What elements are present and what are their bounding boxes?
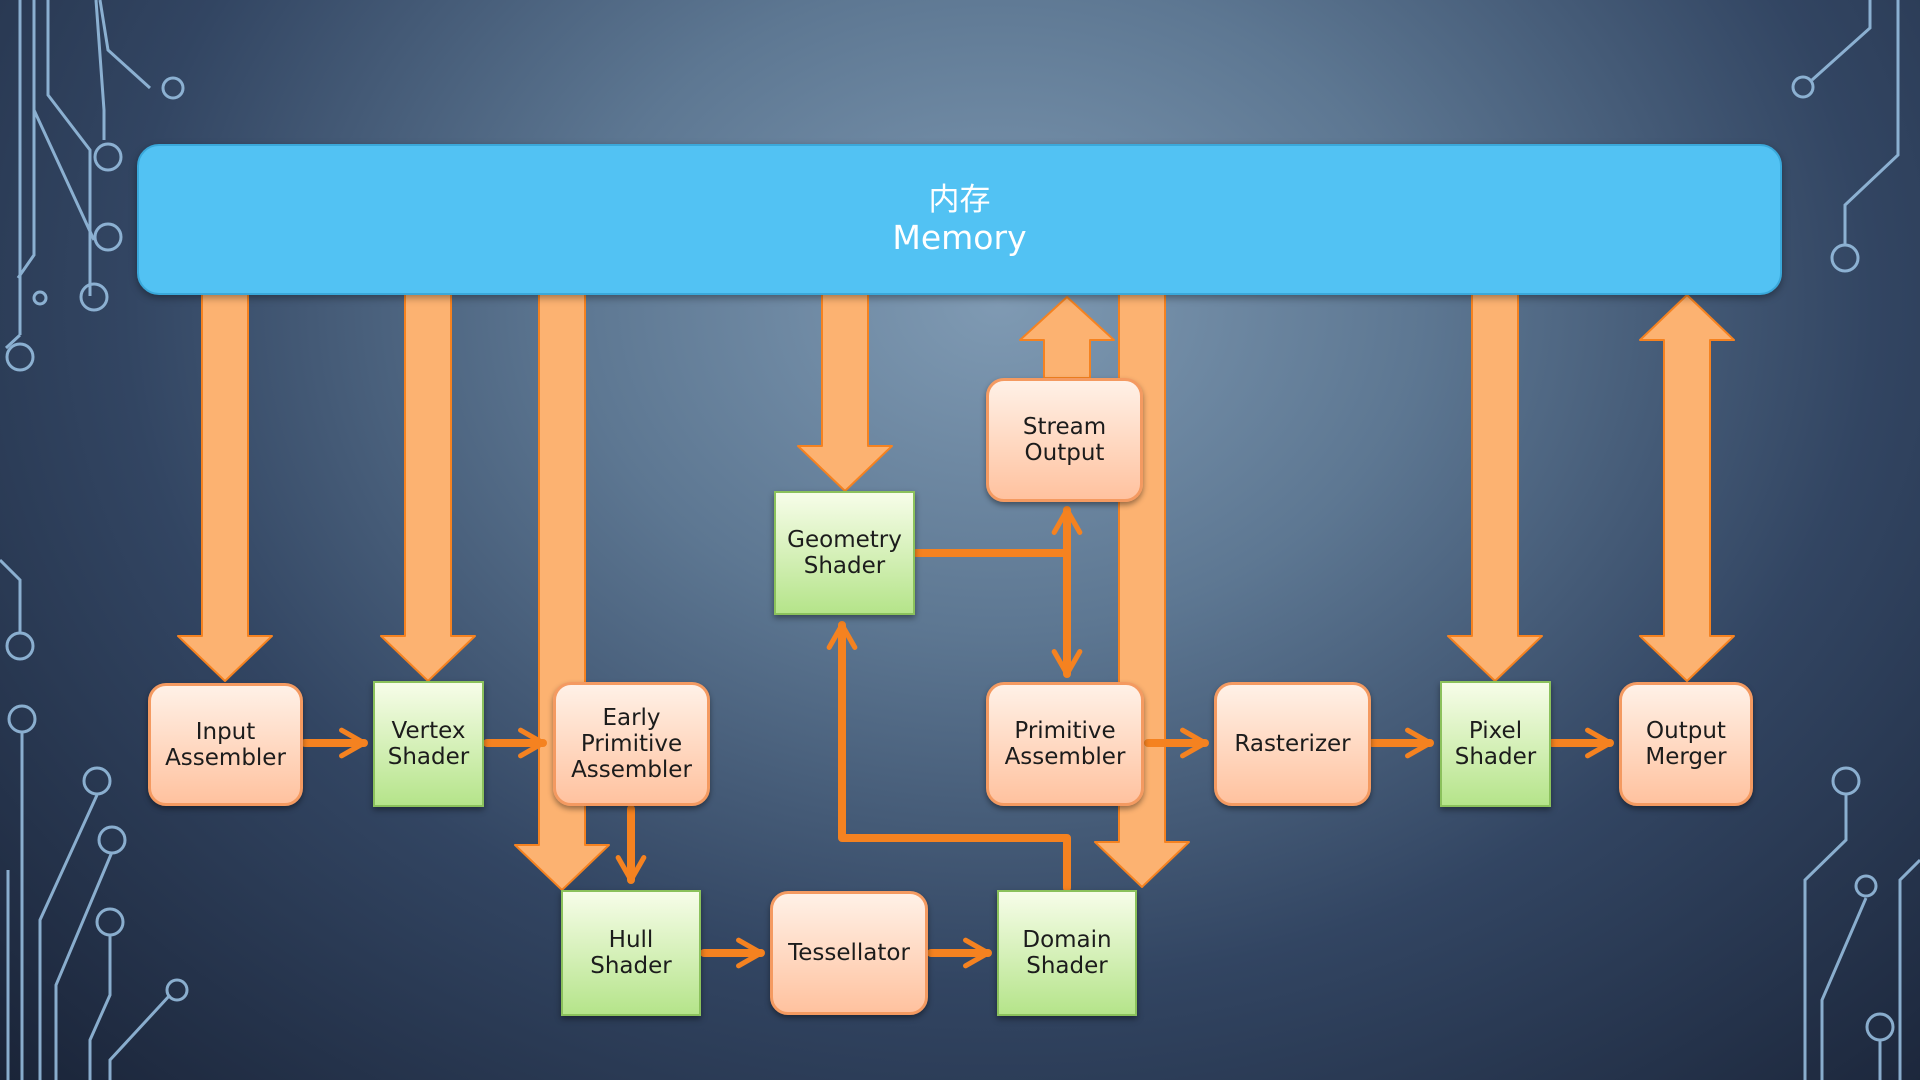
stream-output-label-line2: Output [1024, 440, 1105, 466]
tessellator-node: Tessellator [770, 891, 928, 1015]
early-primitive-assembler-label-line1: Early [602, 705, 661, 731]
output-merger-label-line1: Output [1646, 718, 1726, 744]
output-merger-node: Output Merger [1619, 682, 1753, 806]
pixel-shader-label-line2: Shader [1454, 744, 1537, 770]
memory-block: 内存 Memory [137, 144, 1782, 295]
primitive-assembler-node: Primitive Assembler [986, 682, 1144, 806]
input-assembler-label-line2: Assembler [165, 744, 286, 771]
primitive-assembler-label-line1: Primitive [1014, 718, 1116, 744]
ds-to-gs-arrow [826, 621, 1071, 892]
early-primitive-assembler-label-line2: Primitive [580, 731, 683, 757]
memory-to-vertex-shader-arrow [380, 291, 476, 682]
output-merger-label-line2: Merger [1645, 744, 1727, 770]
stream-output-to-memory-arrow [1019, 296, 1115, 379]
hull-shader-label-line1: Hull [608, 927, 654, 953]
memory-to-geometry-shader-arrow [797, 291, 893, 492]
input-assembler-label-line1: Input [195, 718, 256, 745]
geometry-shader-label-line1: Geometry [787, 527, 902, 553]
memory-to-domain-shader-arrow [1094, 291, 1190, 888]
memory-to-pixel-shader-arrow [1447, 291, 1543, 682]
domain-shader-label-line2: Shader [1026, 953, 1108, 979]
stream-output-label-line1: Stream [1022, 414, 1107, 440]
rasterizer-label: Rasterizer [1234, 731, 1351, 757]
pixel-shader-node: Pixel Shader [1440, 681, 1551, 807]
memory-to-hull-shader-arrow [514, 291, 610, 891]
hull-shader-label-line2: Shader [590, 953, 672, 979]
domain-shader-label-line1: Domain [1022, 927, 1112, 953]
rasterizer-node: Rasterizer [1214, 682, 1371, 806]
geometry-shader-node: Geometry Shader [774, 491, 915, 615]
early-primitive-assembler-label-line3: Assembler [571, 757, 692, 783]
primitive-assembler-label-line2: Assembler [1004, 744, 1126, 770]
vertex-shader-label-line1: Vertex [391, 718, 466, 744]
tessellator-label: Tessellator [788, 940, 910, 966]
domain-shader-node: Domain Shader [997, 890, 1137, 1016]
hull-shader-node: Hull Shader [561, 890, 701, 1016]
memory-label-zh: 内存 [928, 181, 991, 218]
early-primitive-assembler-node: Early Primitive Assembler [553, 682, 710, 806]
stream-output-node: Stream Output [986, 378, 1143, 502]
memory-to-input-assembler-arrow [177, 291, 273, 682]
memory-label-en: Memory [892, 217, 1027, 257]
pixel-shader-label-line1: Pixel [1468, 718, 1523, 744]
gs-to-so-arrow [912, 506, 1083, 557]
input-assembler-node: Input Assembler [148, 683, 303, 806]
vertex-shader-label-line2: Shader [387, 744, 470, 770]
vertex-shader-node: Vertex Shader [373, 681, 484, 807]
geometry-shader-label-line2: Shader [803, 553, 886, 579]
output-merger-memory-double-arrow [1639, 294, 1735, 682]
